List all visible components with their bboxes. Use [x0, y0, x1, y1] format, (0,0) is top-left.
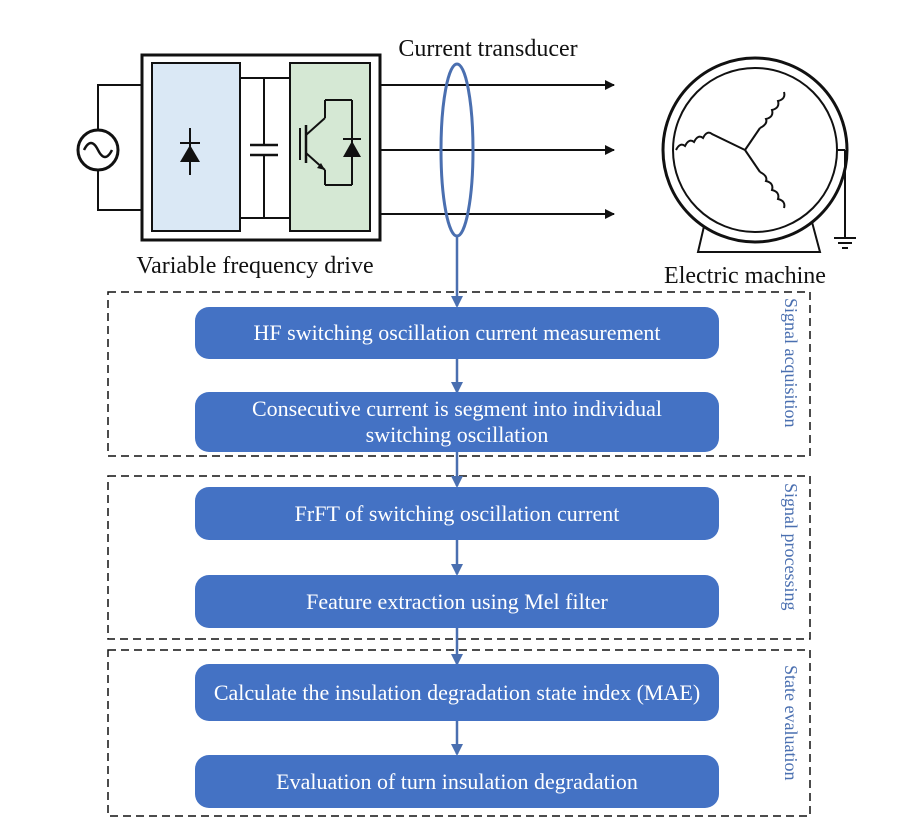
- section-label-acquisition: Signal acquisition: [781, 298, 801, 428]
- current-transducer-label: Current transducer: [398, 36, 577, 62]
- rectifier-block: [151, 62, 241, 232]
- diode-icon: [180, 128, 200, 175]
- step-frft: FrFT of switching oscillation current: [195, 487, 719, 540]
- electric-machine-icon: [661, 56, 856, 253]
- inverter-block: [289, 62, 371, 232]
- section-label-evaluation: State evaluation: [781, 665, 801, 781]
- step-mel-feature-extraction: Feature extraction using Mel filter: [195, 575, 719, 628]
- step-segmentation: Consecutive current is segment into indi…: [195, 392, 719, 452]
- ground-icon: [834, 237, 856, 249]
- step-insulation-evaluation: Evaluation of turn insulation degradatio…: [195, 755, 719, 808]
- vfd-block: [140, 53, 382, 242]
- section-label-processing: Signal processing: [781, 483, 801, 611]
- igbt-icon: [299, 99, 361, 186]
- section-frame-evaluation: [107, 649, 811, 817]
- section-frame-acquisition: [107, 291, 811, 457]
- step-hf-measurement: HF switching oscillation current measure…: [195, 307, 719, 359]
- step-degradation-index: Calculate the insulation degradation sta…: [195, 664, 719, 721]
- phase-lines: [380, 80, 615, 219]
- electric-machine-label: Electric machine: [664, 263, 826, 289]
- ac-source-icon: [76, 84, 142, 211]
- vfd-label: Variable frequency drive: [136, 253, 373, 279]
